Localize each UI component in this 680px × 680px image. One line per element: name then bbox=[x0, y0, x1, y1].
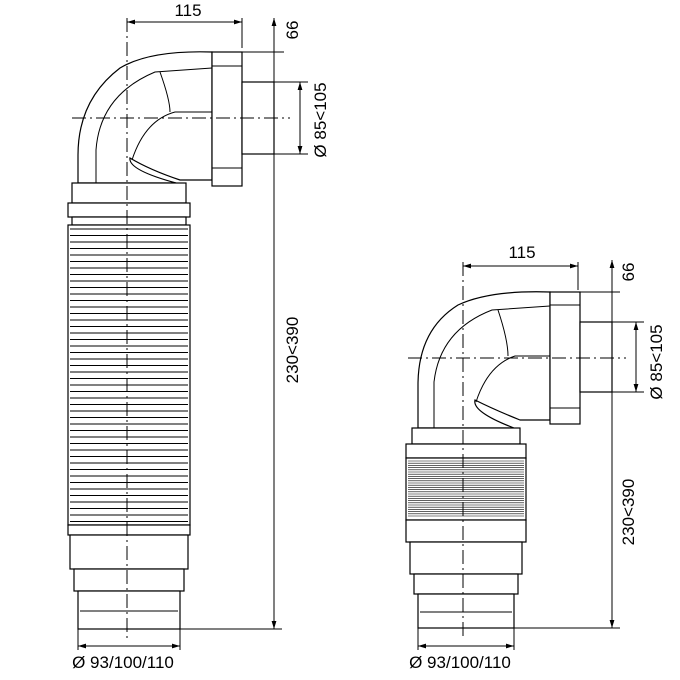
offset-label-right: 115 bbox=[508, 243, 535, 262]
flange-label-right: 66 bbox=[619, 263, 638, 282]
outlet-label-left: Ø 85<105 bbox=[311, 82, 330, 157]
dimension-outlet-right: Ø 85<105 bbox=[612, 321, 666, 400]
dimension-inlet-right: Ø 93/100/110 bbox=[409, 628, 515, 672]
dimension-length-left: 230<390 bbox=[180, 52, 302, 630]
dimension-offset-left: 115 bbox=[127, 1, 243, 48]
drawing-compressed: 115 66 Ø 85<105 230<390 Ø 93/100/110 bbox=[405, 243, 666, 672]
dimension-length-right: 230<390 bbox=[514, 392, 638, 629]
offset-label-left: 115 bbox=[174, 1, 201, 20]
adapter-left bbox=[67, 524, 191, 630]
inlet-label-left: Ø 93/100/110 bbox=[72, 653, 174, 672]
corrugated-hose-left bbox=[67, 224, 191, 526]
dimension-flange-left: 66 bbox=[242, 18, 302, 82]
dimension-offset-right: 115 bbox=[463, 243, 579, 290]
outlet-label-right: Ø 85<105 bbox=[647, 324, 666, 399]
length-label-right: 230<390 bbox=[619, 479, 638, 546]
dimension-outlet-left: Ø 85<105 bbox=[274, 81, 330, 158]
compressed-hose-right bbox=[405, 457, 527, 521]
elbow-left bbox=[77, 51, 275, 187]
collar-top-left bbox=[67, 182, 191, 226]
drawing-extended: 115 66 Ø 85<105 230<390 Ø 93/100/110 bbox=[67, 1, 330, 672]
collar-top-right bbox=[405, 427, 527, 459]
elbow-right bbox=[417, 291, 613, 429]
adapter-right bbox=[405, 519, 527, 629]
flange-label-left: 66 bbox=[283, 21, 302, 40]
inlet-label-right: Ø 93/100/110 bbox=[409, 653, 511, 672]
length-label-left: 230<390 bbox=[283, 317, 302, 384]
dimension-inlet-left: Ø 93/100/110 bbox=[72, 629, 181, 672]
dimension-flange-right: 66 bbox=[580, 260, 638, 322]
